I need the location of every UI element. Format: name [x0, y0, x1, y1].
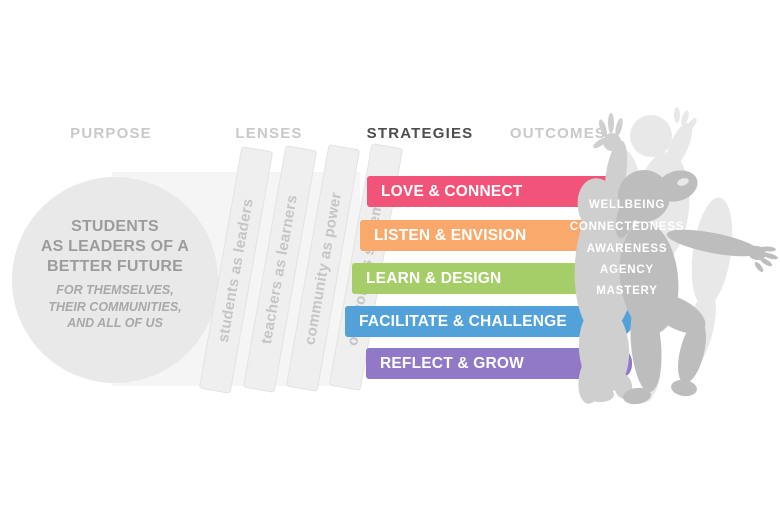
- outcome-agency: AGENCY: [599, 264, 654, 276]
- purpose-subtitle-line: FOR THEMSELVES,: [56, 283, 174, 297]
- purpose-circle: STUDENTS AS LEADERS OF A BETTER FUTURE F…: [12, 177, 218, 383]
- purpose-title-line: AS LEADERS OF A: [40, 238, 190, 255]
- purpose-subtitle-line: AND ALL OF US: [67, 316, 163, 330]
- strategy-label: LEARN & DESIGN: [366, 270, 502, 287]
- outcome-awareness: AWARENESS: [586, 243, 668, 255]
- header-strategies: STRATEGIES: [366, 125, 474, 142]
- purpose-title-line: BETTER FUTURE: [47, 258, 183, 275]
- figure-front: [615, 170, 778, 405]
- purpose-subtitle-line: THEIR COMMUNITIES,: [48, 299, 182, 314]
- purpose-title-line: STUDENTS: [71, 218, 159, 235]
- purpose-title: STUDENTS AS LEADERS OF A BETTER FUTURE: [12, 217, 218, 277]
- outcome-connectedness: CONNECTEDNESS: [569, 221, 685, 233]
- outcome-wellbeing: WELLBEING: [588, 199, 666, 211]
- strategy-label: FACILITATE & CHALLENGE: [359, 313, 567, 330]
- jumping-people-silhouette: [574, 107, 778, 405]
- purpose-subtitle: FOR THEMSELVES, THEIR COMMUNITIES, AND A…: [12, 282, 218, 332]
- header-purpose: PURPOSE: [70, 125, 152, 142]
- strategy-label: REFLECT & GROW: [380, 355, 525, 372]
- strategy-label: LOVE & CONNECT: [381, 183, 523, 200]
- header-outcomes: OUTCOMES: [509, 125, 607, 142]
- header-lenses: LENSES: [235, 125, 303, 142]
- strategy-label: LISTEN & ENVISION: [374, 227, 527, 244]
- hair-loop-gap: [677, 178, 689, 186]
- outcome-mastery: MASTERY: [596, 285, 658, 297]
